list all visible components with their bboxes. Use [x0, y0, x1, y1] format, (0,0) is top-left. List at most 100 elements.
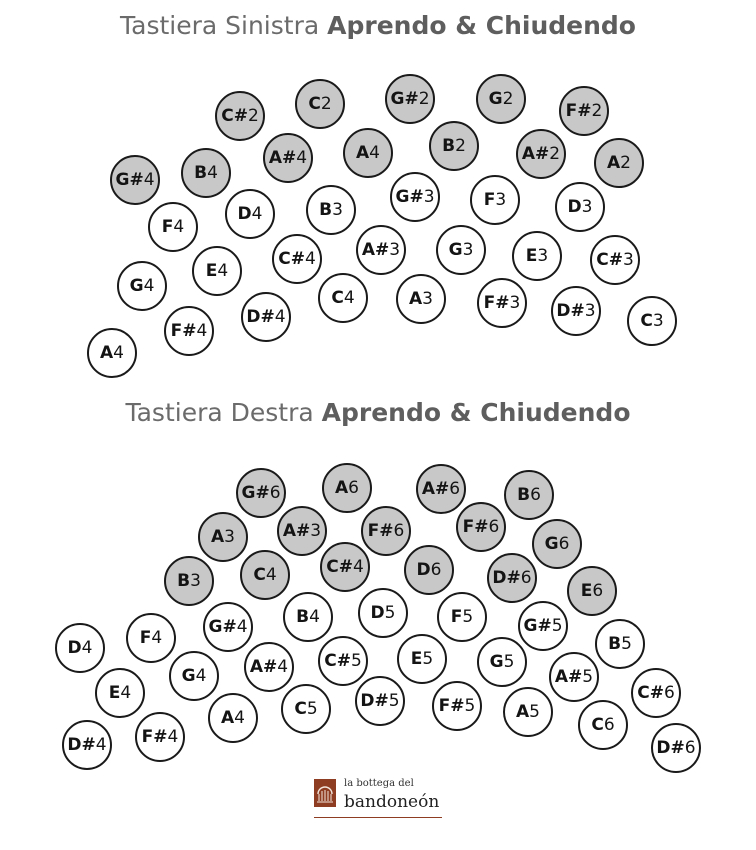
- key-octave-label: 3: [581, 197, 593, 217]
- key-note-label: G#: [390, 89, 419, 109]
- right-key-gsharp5[interactable]: G#5: [518, 601, 568, 651]
- key-note-label: G#: [115, 170, 144, 190]
- left-key-asharp2[interactable]: A#2: [516, 129, 566, 179]
- right-key-dsharp6[interactable]: D#6: [487, 553, 537, 603]
- left-key-asharp3[interactable]: A#3: [356, 225, 406, 275]
- right-key-dsharp4[interactable]: D#4: [62, 720, 112, 770]
- left-key-gsharp4[interactable]: G#4: [110, 155, 160, 205]
- key-note-label: F#: [483, 293, 510, 313]
- key-note-label: B: [517, 485, 531, 505]
- left-key-asharp4[interactable]: A#4: [263, 133, 313, 183]
- key-octave-label: 4: [296, 148, 308, 168]
- key-note-label: A: [211, 527, 225, 547]
- key-note-label: A#: [282, 521, 311, 541]
- right-key-fsharp5[interactable]: F#5: [432, 681, 482, 731]
- key-octave-label: 3: [422, 289, 433, 309]
- key-note-label: C: [253, 565, 266, 585]
- right-key-asharp5[interactable]: A#5: [549, 652, 599, 702]
- left-key-csharp4[interactable]: C#4: [272, 234, 322, 284]
- left-key-csharp3[interactable]: C#3: [590, 235, 640, 285]
- key-octave-label: 2: [455, 136, 466, 156]
- right-key-csharp4[interactable]: C#4: [320, 542, 370, 592]
- key-octave-label: 4: [369, 143, 380, 163]
- key-octave-label: 3: [423, 187, 435, 207]
- key-octave-label: 2: [320, 94, 332, 114]
- key-note-label: F: [450, 607, 463, 627]
- left-key-dsharp3[interactable]: D#3: [551, 286, 601, 336]
- key-octave-label: 2: [502, 89, 514, 109]
- key-note-label: C: [591, 715, 604, 735]
- right-key-asharp6[interactable]: A#6: [416, 464, 466, 514]
- key-octave-label: 4: [113, 343, 124, 363]
- right-key-gsharp6[interactable]: G#6: [236, 468, 286, 518]
- key-note-label: A: [100, 343, 114, 363]
- key-note-label: F#: [367, 521, 394, 541]
- right-key-csharp6[interactable]: C#6: [631, 668, 681, 718]
- right-key-dsharp5[interactable]: D#5: [355, 676, 405, 726]
- left-key-gsharp2[interactable]: G#2: [385, 74, 435, 124]
- key-octave-label: 4: [167, 727, 179, 747]
- key-note-label: E: [525, 246, 538, 266]
- left-key-fsharp4[interactable]: F#4: [164, 306, 214, 356]
- key-note-label: G#: [241, 483, 270, 503]
- left-key-csharp2[interactable]: C#2: [215, 91, 265, 141]
- right-key-gsharp4[interactable]: G#4: [203, 602, 253, 652]
- right-key-dsharp6[interactable]: D#6: [651, 723, 701, 773]
- right-key-fsharp6[interactable]: F#6: [361, 506, 411, 556]
- left-key-gsharp3[interactable]: G#3: [390, 172, 440, 222]
- left-key-fsharp3[interactable]: F#3: [477, 278, 527, 328]
- key-note-label: B: [319, 200, 333, 220]
- left-title-light: Tastiera Sinistra: [120, 11, 320, 40]
- right-key-fsharp4[interactable]: F#4: [135, 712, 185, 762]
- key-octave-label: 6: [663, 683, 675, 703]
- left-key-fsharp2[interactable]: F#2: [559, 86, 609, 136]
- left-key-dsharp4[interactable]: D#4: [241, 292, 291, 342]
- right-key-asharp4[interactable]: A#4: [244, 642, 294, 692]
- key-note-label: F#: [565, 101, 592, 121]
- right-key-csharp5[interactable]: C#5: [318, 636, 368, 686]
- right-key-asharp3[interactable]: A#3: [277, 506, 327, 556]
- right-key-fsharp6[interactable]: F#6: [456, 502, 506, 552]
